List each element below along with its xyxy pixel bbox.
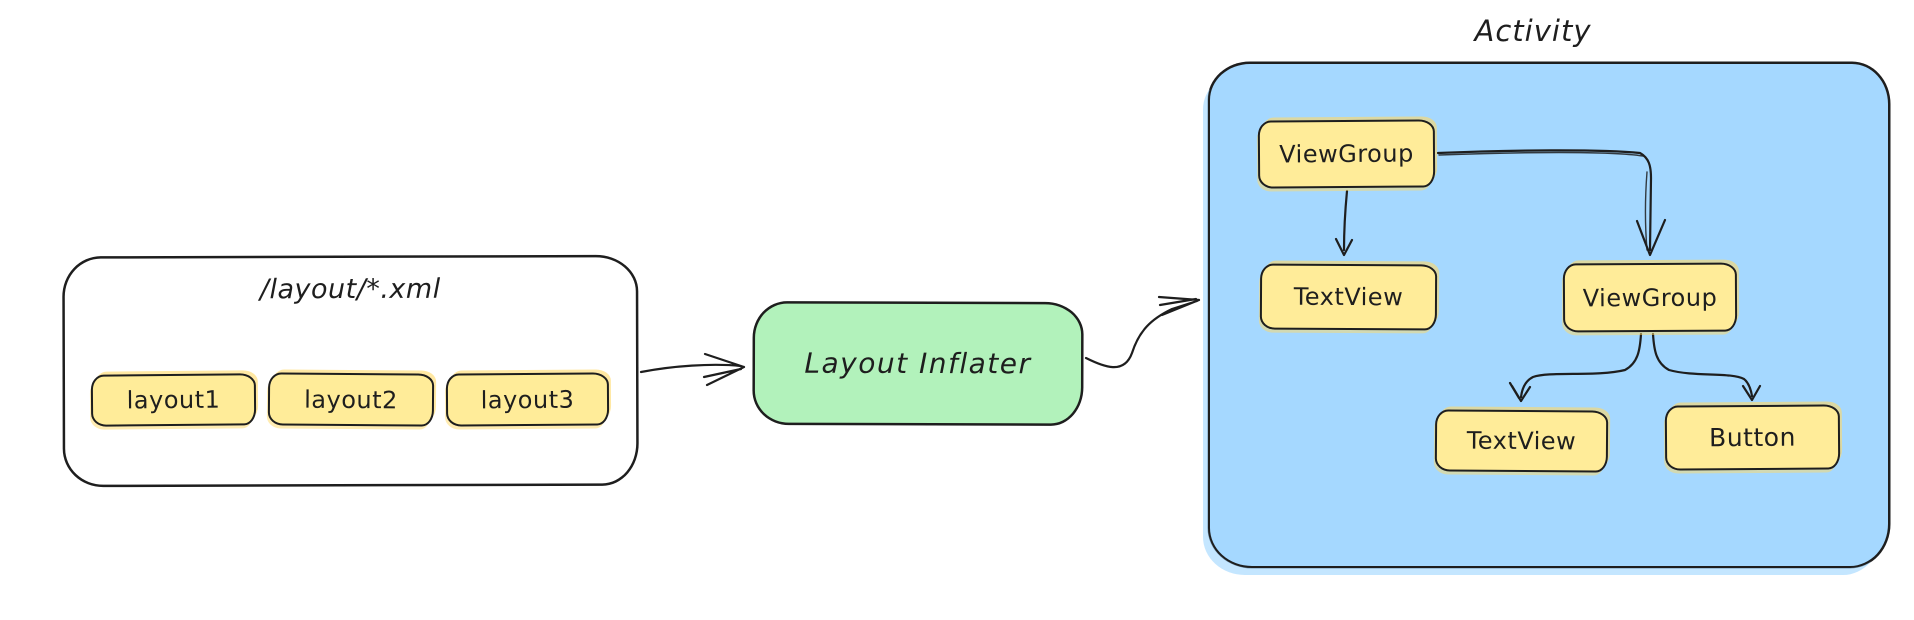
child-textview-node: TextView	[1434, 409, 1609, 473]
xml-container-title: /layout/*.xml	[259, 273, 441, 306]
arrow-inflater-to-activity	[1084, 295, 1201, 369]
child-viewgroup-node: ViewGroup	[1562, 262, 1738, 333]
left-textview-node: TextView	[1259, 263, 1438, 331]
child-button-node: Button	[1664, 404, 1841, 471]
layout3-node: layout3	[445, 372, 610, 427]
layout-inflater-node: Layout Inflater	[752, 301, 1084, 426]
activity-title: Activity	[1474, 14, 1592, 48]
arrow-xml-to-inflater	[639, 352, 746, 387]
root-viewgroup-node: ViewGroup	[1257, 119, 1436, 189]
layout1-node: layout1	[90, 373, 257, 427]
layout2-node: layout2	[267, 372, 435, 427]
xml-layouts-container: /layout/*.xml	[62, 255, 639, 487]
